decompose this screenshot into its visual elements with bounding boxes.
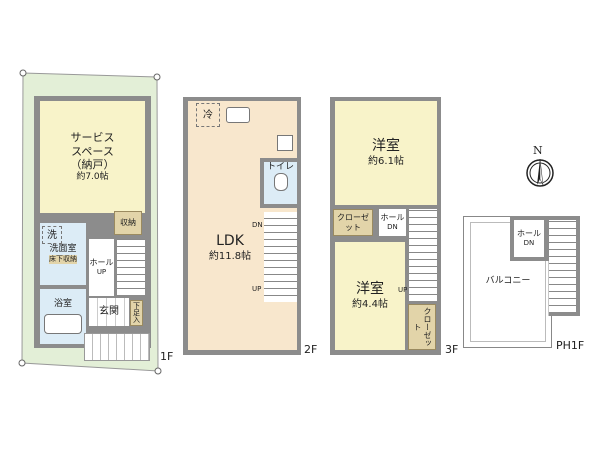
stairs xyxy=(409,209,437,301)
up-label: UP xyxy=(252,285,262,293)
ldk: LDK 約11.8帖 xyxy=(200,228,260,268)
ph-hall-label: ホール xyxy=(517,229,541,239)
ldk-label: LDK xyxy=(216,233,244,249)
closet-2: クローゼット xyxy=(408,304,436,350)
room2-area: 約4.4帖 xyxy=(352,298,388,310)
stairs xyxy=(264,212,297,302)
floor-label-3f: 3F xyxy=(445,343,459,356)
washroom-label: 洗面室 xyxy=(49,244,77,254)
sink-icon xyxy=(226,107,250,123)
floor-label-2f: 2F xyxy=(304,343,318,356)
up-label: UP xyxy=(96,268,107,277)
compass-north-label: N xyxy=(533,144,543,157)
bathroom: 浴室 xyxy=(40,289,86,344)
room1-label: 洋室 xyxy=(372,138,400,154)
hall: ホール UP xyxy=(89,239,114,296)
toilet-label: トイレ xyxy=(266,162,294,172)
bathtub-icon xyxy=(44,314,82,335)
service-space-area: 約7.0帖 xyxy=(76,172,109,182)
service-space-name3: （納戸） xyxy=(70,158,115,172)
service-space-name2: スペース xyxy=(71,144,114,158)
ph-dn-label: DN xyxy=(523,239,535,248)
hall: ホール DN xyxy=(379,209,406,236)
closet-1: クローゼット xyxy=(333,209,373,236)
shoe-cabinet: 下足入 xyxy=(130,300,143,326)
stove-icon xyxy=(277,135,293,151)
storage: 収納 xyxy=(114,211,142,235)
ph-hall: ホール DN xyxy=(514,220,544,257)
ph-stairs xyxy=(549,220,576,312)
hall-label: ホール xyxy=(380,213,405,223)
bathroom-label: 浴室 xyxy=(53,298,72,309)
floor-label-1f: 1F xyxy=(160,350,174,363)
washroom: 洗面室 床下収納 xyxy=(40,223,86,285)
room2-label: 洋室 xyxy=(356,281,384,297)
western-room-2: 洋室 約4.4帖 xyxy=(335,242,405,350)
ldk-area-label: 約11.8帖 xyxy=(208,250,252,262)
dn-label: DN xyxy=(252,221,263,229)
stairs xyxy=(117,239,145,295)
floor-label-ph1f: PH1F xyxy=(556,339,585,352)
entrance: 玄関 xyxy=(89,298,129,326)
toilet: トイレ xyxy=(264,162,297,204)
western-room-1: 洋室 約6.1帖 xyxy=(335,101,437,205)
service-space: サービス スペース （納戸） 約7.0帖 xyxy=(40,101,145,213)
fridge-space: 冷 xyxy=(196,103,220,127)
up-label: UP xyxy=(398,286,408,294)
hall-label: ホール xyxy=(89,258,114,268)
toilet-icon xyxy=(273,173,288,192)
compass-icon xyxy=(526,158,554,187)
balcony-label: バルコニー xyxy=(485,276,531,287)
porch xyxy=(84,333,150,361)
dn-label: DN xyxy=(387,223,398,232)
room1-area: 約6.1帖 xyxy=(368,155,404,167)
service-space-name: サービス xyxy=(70,130,115,144)
washer-space: 洗 xyxy=(42,226,62,244)
underfloor-storage: 床下収納 xyxy=(49,255,77,264)
